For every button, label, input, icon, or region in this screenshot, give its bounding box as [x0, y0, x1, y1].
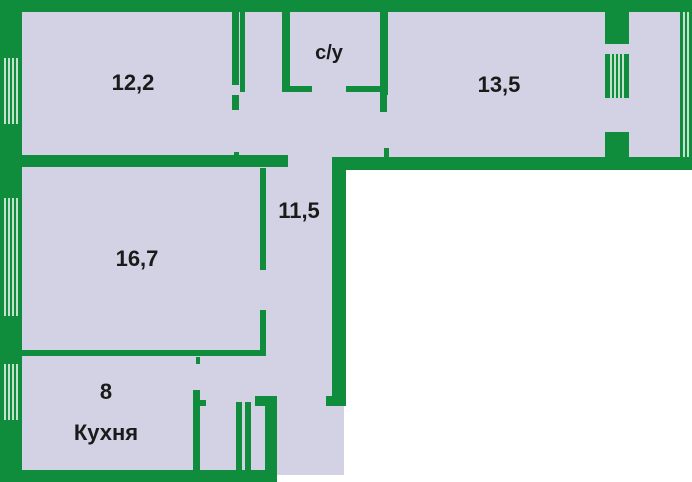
- room-b-area: 13,5: [478, 72, 521, 97]
- partition-16-kitchen: [22, 350, 266, 356]
- windows: [0, 12, 689, 420]
- partition-closet-a: [236, 402, 242, 470]
- window-room-13: [605, 54, 629, 98]
- partition-13-stub: [384, 148, 389, 157]
- wall-step-stub: [326, 396, 346, 406]
- floor-north-wing: [22, 12, 686, 157]
- floor-west-wing: [22, 157, 344, 475]
- partition-closet-b: [245, 402, 251, 470]
- wall-north: [0, 0, 692, 12]
- kitchen-area: 8: [100, 379, 112, 404]
- window-kitchen: [0, 364, 22, 420]
- partition-kitchen-stub: [196, 357, 200, 364]
- wall-entrance-side: [265, 396, 277, 482]
- wall-inner-step-east: [332, 157, 346, 402]
- partition-door-jamb: [240, 12, 245, 92]
- partition-wc-south-b: [346, 86, 388, 92]
- room-labels: 12,2 с/у 13,5 11,5 16,7 8 Кухня: [74, 42, 521, 445]
- partition-wc-south-a: [282, 86, 312, 92]
- hall-area: 11,5: [278, 198, 320, 223]
- partition-kitchen-corner: [200, 400, 206, 406]
- bathroom-label: с/у: [315, 42, 344, 64]
- partitions: [22, 12, 629, 470]
- partition-wc-west: [282, 12, 290, 92]
- partition-12-16: [22, 155, 288, 167]
- partition-12-hall-stub: [234, 152, 239, 158]
- partition-wc-east-upper: [380, 12, 388, 95]
- wall-inner-step-north: [334, 157, 692, 170]
- window-room-12: [0, 58, 22, 124]
- partition-12-hall-mid: [232, 95, 239, 110]
- room-a-area: 12,2: [112, 70, 155, 95]
- partition-16-hall-lower: [260, 310, 266, 355]
- pillar-east-bottom: [605, 132, 629, 162]
- wall-east: [680, 0, 692, 170]
- pillar-east-top: [605, 12, 629, 44]
- partition-12-hall-upper: [232, 12, 239, 85]
- floor-fill: [22, 12, 686, 475]
- window-room-16: [0, 198, 22, 316]
- partition-16-hall-upper: [260, 168, 266, 270]
- room-c-area: 16,7: [116, 246, 159, 271]
- wall-south: [0, 470, 277, 482]
- partition-wc-east-lower: [380, 92, 387, 112]
- window-room-13-east: [683, 12, 689, 157]
- partition-kitchen-east: [193, 390, 200, 470]
- kitchen-name: Кухня: [74, 420, 138, 445]
